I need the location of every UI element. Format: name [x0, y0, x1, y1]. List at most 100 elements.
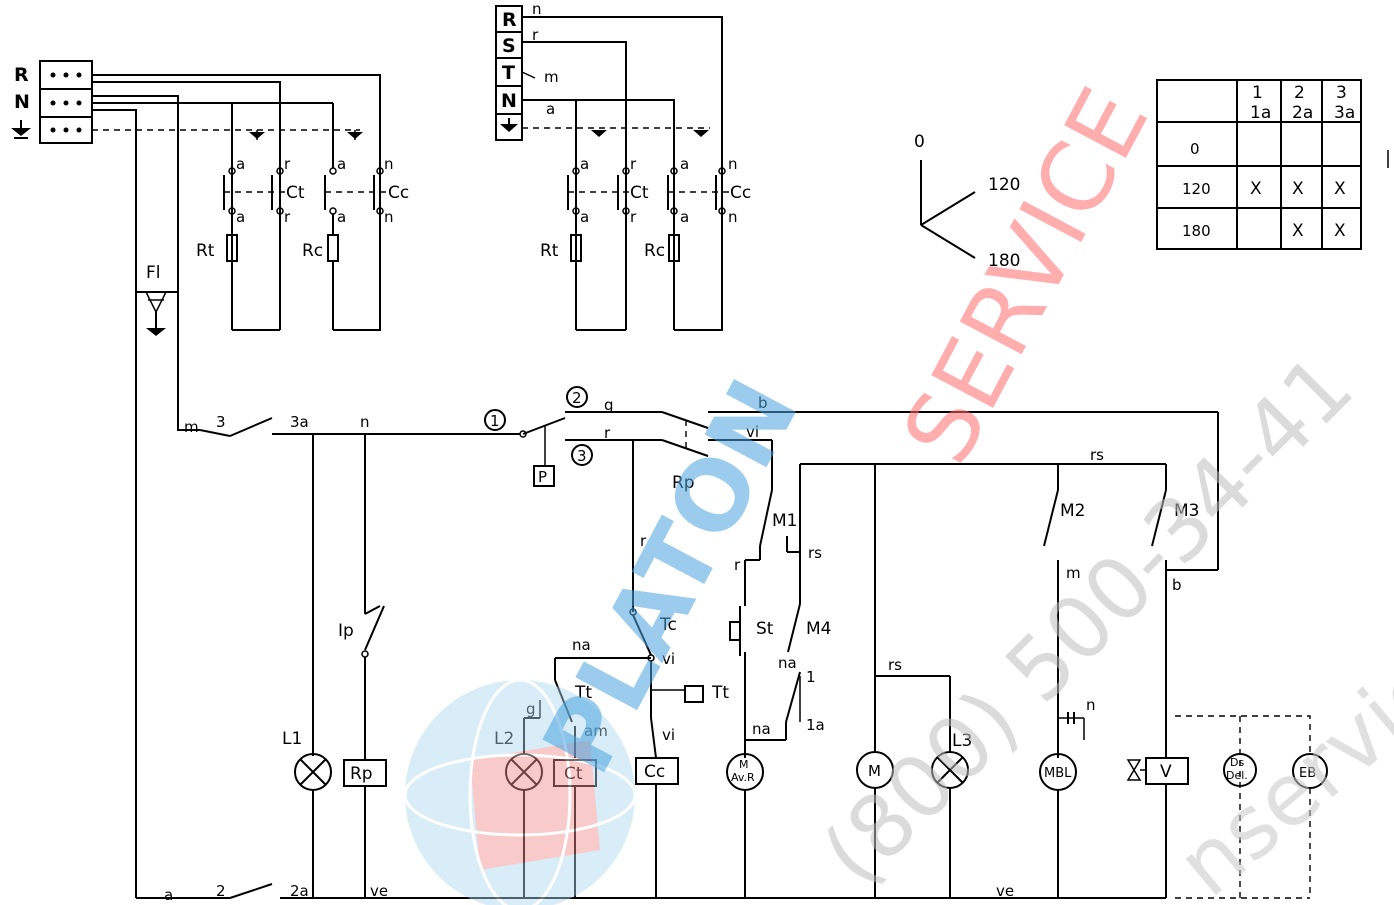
label-l3: L3 [952, 731, 972, 751]
label-rc: Rc [644, 241, 665, 261]
label-motor-avr-r: Av.R [731, 771, 755, 784]
label-m2: M2 [1060, 501, 1085, 521]
label-cc: Cc [730, 183, 751, 203]
wire-label: n [532, 0, 542, 18]
wire-label: m [544, 68, 559, 86]
contactor-group-center: a a r r a a n n Ct Cc Rt Rc [540, 155, 751, 331]
label-ds-2: Del. [1226, 769, 1248, 782]
ground-icon [11, 120, 31, 139]
terminal-block-left: R N [11, 60, 93, 144]
label-v: V [1160, 762, 1172, 782]
wire-label: n [360, 413, 370, 431]
label-rc: Rc [302, 241, 323, 261]
label-motor: M [868, 762, 881, 780]
watermark-globe [403, 678, 637, 905]
angle-diagram: 0 120 180 [914, 132, 1020, 271]
label-p: P [538, 468, 547, 486]
terminal-right-r: R [502, 9, 517, 31]
filter-fl: Fl [136, 263, 178, 336]
wire-label: m [1066, 564, 1081, 582]
table-header-1: 1 [1252, 83, 1263, 103]
wire-label: r [630, 208, 637, 226]
terminal-block-right: R S T N [495, 5, 523, 141]
wire-label: na [572, 636, 591, 654]
selector-3: 3 [577, 447, 587, 465]
table-header-3a: 3a [1334, 103, 1355, 123]
lamp-l3: L3 [931, 731, 972, 898]
wire-label: b [1172, 576, 1182, 594]
wire-label: a [546, 100, 555, 118]
wire-label: r [630, 155, 637, 173]
switch-3a-label: 3a [290, 413, 309, 431]
wire-label: ve [996, 882, 1014, 900]
wire-label: a [337, 208, 346, 226]
wire-label: r [284, 155, 291, 173]
terminal-right-n: N [501, 90, 517, 112]
label-l1: L1 [282, 729, 302, 749]
motor-m: M [856, 751, 894, 898]
label-ds-1: Ds [1230, 756, 1244, 769]
label-l2: L2 [494, 729, 514, 749]
label-eb: EB [1299, 766, 1316, 781]
wire-label: ve [370, 882, 388, 900]
label-tc: Tc [659, 615, 677, 635]
selector-switch: 1 2 3 P g r [484, 386, 662, 487]
switch-m3: M3 b [1151, 464, 1199, 758]
terminal-right-t: T [502, 62, 515, 84]
wire-label: a [580, 208, 589, 226]
switch-2a-label: 2a [290, 882, 309, 900]
wire-label: a [337, 155, 346, 173]
table-row-angle: 120 [1182, 180, 1211, 198]
wire-label: a [580, 155, 589, 173]
wire-label: n [1086, 696, 1096, 714]
wire-label: r [640, 532, 647, 550]
label-cc-coil: Cc [644, 762, 665, 782]
table-cell: X [1292, 179, 1304, 199]
label-m1: M1 [772, 511, 797, 531]
wire-label: a [680, 155, 689, 173]
contactor-group-left: a a r r a a n n Ct Cc Rt Rc [196, 75, 409, 331]
wire-label: a [236, 208, 245, 226]
terminal-right-s: S [502, 35, 516, 57]
wire-label: rs [888, 656, 902, 674]
table-row-angle: 180 [1182, 222, 1211, 240]
switch-2-label: 2 [216, 882, 226, 900]
wire-label: a [236, 155, 245, 173]
switch-m4: M4 na 1 1a na [745, 603, 831, 741]
lamp-l1: L1 [282, 729, 332, 898]
wire-label: na [752, 720, 771, 738]
wire-label: vi [746, 423, 759, 441]
lamp-l2: L2 [494, 718, 543, 898]
wire-label: 1a [806, 716, 825, 734]
switch-ip: Ip [338, 605, 385, 760]
wire-label: r [734, 556, 741, 574]
wire-label: na [778, 654, 797, 672]
wire-label: rs [1090, 446, 1104, 464]
ground-icon [591, 130, 607, 137]
watermark-site: nservice [1159, 606, 1394, 905]
wire-label: r [284, 208, 291, 226]
label-rt: Rt [540, 241, 559, 261]
label-tt: Tt [711, 683, 729, 703]
ground-icon [249, 130, 265, 140]
wire-label: r [604, 424, 611, 442]
wire-label: 1 [806, 668, 816, 686]
label-fl: Fl [146, 263, 161, 283]
resistor-rc [327, 234, 339, 262]
label-rp-contact: Rp [672, 473, 695, 493]
label-m3: M3 [1174, 501, 1199, 521]
wire-label: r [532, 26, 539, 44]
label-ct-coil: Ct [564, 764, 583, 784]
terminal-left-r: R [14, 64, 29, 86]
switch-3-label: 3 [216, 413, 226, 431]
thermostat-tc: Tc vi Tt vi [629, 608, 729, 759]
label-m4: M4 [806, 619, 831, 639]
motor-avr: M Av.R [726, 753, 764, 898]
label-ct: Ct [286, 183, 305, 203]
wire-label: rs [808, 544, 822, 562]
valve-v: V [1126, 757, 1189, 898]
terminal-left-n: N [14, 91, 30, 113]
device-ds: Ds Del. [1223, 753, 1257, 787]
selector-1: 1 [490, 412, 500, 430]
angle-0: 0 [914, 132, 925, 152]
